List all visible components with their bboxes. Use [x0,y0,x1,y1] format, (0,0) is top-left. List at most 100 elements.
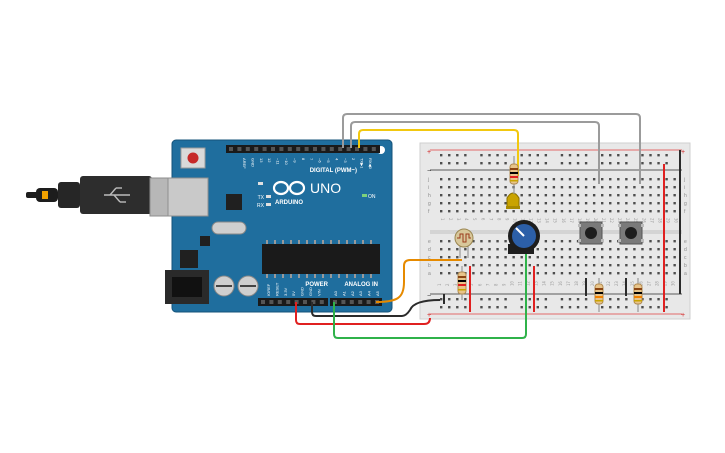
terminal-hole[interactable] [633,264,636,267]
terminal-hole[interactable] [480,178,483,181]
terminal-hole[interactable] [560,248,564,251]
terminal-hole[interactable] [536,210,539,213]
terminal-hole[interactable] [456,272,459,275]
terminal-hole[interactable] [657,186,660,189]
terminal-hole[interactable] [448,178,451,181]
terminal-hole[interactable] [633,194,636,197]
rail-hole[interactable] [448,298,451,301]
terminal-hole[interactable] [657,202,660,205]
terminal-hole[interactable] [584,202,588,205]
header-hole[interactable] [311,300,316,304]
terminal-hole[interactable] [488,240,491,243]
terminal-hole[interactable] [609,178,612,181]
terminal-hole[interactable] [560,210,564,213]
terminal-hole[interactable] [568,194,572,197]
terminal-hole[interactable] [673,194,676,197]
terminal-hole[interactable] [544,248,548,251]
header-hole[interactable] [229,147,233,151]
terminal-hole[interactable] [528,186,531,189]
terminal-hole[interactable] [641,272,644,275]
rail-hole[interactable] [601,154,604,157]
terminal-hole[interactable] [480,256,483,259]
terminal-hole[interactable] [568,256,572,259]
terminal-hole[interactable] [576,264,580,267]
rail-hole[interactable] [528,298,531,301]
terminal-hole[interactable] [617,202,620,205]
header-hole[interactable] [271,147,275,151]
terminal-hole[interactable] [520,194,523,197]
rail-hole[interactable] [609,154,612,157]
terminal-hole[interactable] [496,256,499,259]
terminal-hole[interactable] [568,178,572,181]
terminal-hole[interactable] [641,248,644,251]
header-hole[interactable] [262,147,267,151]
header-hole[interactable] [355,147,359,151]
terminal-hole[interactable] [673,272,676,275]
terminal-hole[interactable] [544,194,548,197]
terminal-hole[interactable] [552,186,556,189]
terminal-hole[interactable] [480,194,483,197]
rail-hole[interactable] [464,154,467,157]
rail-hole[interactable] [560,154,564,157]
terminal-hole[interactable] [496,178,499,181]
header-hole[interactable] [303,300,307,304]
terminal-hole[interactable] [576,186,580,189]
terminal-hole[interactable] [657,272,660,275]
terminal-hole[interactable] [592,210,596,213]
header-hole[interactable] [304,147,309,151]
terminal-hole[interactable] [464,264,467,267]
rail-hole[interactable] [584,162,588,165]
rail-hole[interactable] [609,306,612,309]
terminal-hole[interactable] [536,194,539,197]
rail-hole[interactable] [576,298,580,301]
terminal-hole[interactable] [641,178,644,181]
rail-hole[interactable] [584,154,588,157]
terminal-hole[interactable] [641,202,644,205]
terminal-hole[interactable] [665,272,668,275]
terminal-hole[interactable] [480,210,483,213]
terminal-hole[interactable] [560,256,564,259]
terminal-hole[interactable] [504,248,507,251]
terminal-hole[interactable] [552,248,556,251]
terminal-hole[interactable] [464,194,467,197]
terminal-hole[interactable] [568,202,572,205]
terminal-hole[interactable] [576,178,580,181]
terminal-hole[interactable] [609,210,612,213]
terminal-hole[interactable] [673,240,676,243]
rail-hole[interactable] [456,298,459,301]
header-hole[interactable] [254,147,259,151]
terminal-hole[interactable] [665,202,668,205]
terminal-hole[interactable] [625,202,628,205]
terminal-hole[interactable] [504,264,507,267]
terminal-hole[interactable] [464,210,467,213]
rail-hole[interactable] [649,298,652,301]
terminal-hole[interactable] [560,240,564,243]
terminal-hole[interactable] [657,210,660,213]
header-hole[interactable] [329,147,334,151]
terminal-hole[interactable] [464,248,467,251]
rail-hole[interactable] [464,306,467,309]
terminal-hole[interactable] [480,272,483,275]
terminal-hole[interactable] [480,240,483,243]
terminal-hole[interactable] [673,186,676,189]
terminal-hole[interactable] [464,202,467,205]
terminal-hole[interactable] [641,186,644,189]
terminal-hole[interactable] [609,194,612,197]
terminal-hole[interactable] [633,256,636,259]
terminal-hole[interactable] [609,256,612,259]
terminal-hole[interactable] [584,272,588,275]
rail-hole[interactable] [665,298,668,301]
terminal-hole[interactable] [456,178,459,181]
terminal-hole[interactable] [504,256,507,259]
terminal-hole[interactable] [601,264,604,267]
terminal-hole[interactable] [512,210,515,213]
terminal-hole[interactable] [609,202,612,205]
terminal-hole[interactable] [584,186,588,189]
terminal-hole[interactable] [633,248,636,251]
terminal-hole[interactable] [472,240,475,243]
terminal-hole[interactable] [440,272,443,275]
rail-hole[interactable] [625,306,628,309]
rail-hole[interactable] [536,298,539,301]
rail-hole[interactable] [440,154,443,157]
rail-hole[interactable] [464,298,467,301]
